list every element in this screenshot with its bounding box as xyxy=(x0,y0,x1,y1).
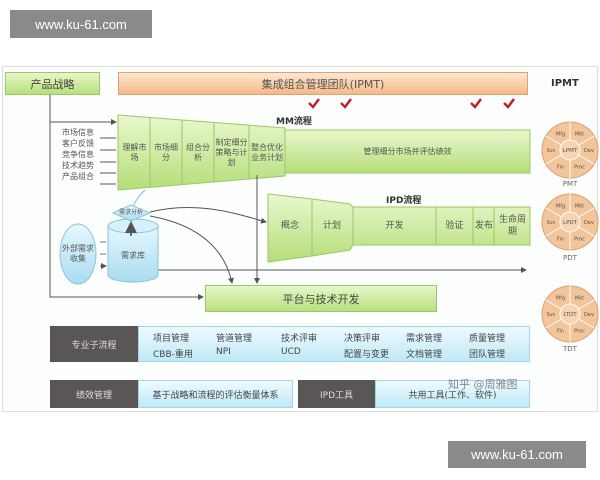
ipd-stage: 验证 xyxy=(445,221,464,231)
team-name: PMT xyxy=(562,180,578,188)
subprocess-panel: 项目管理 管道管理 技术评审 决策评审 需求管理 质量管理 CBB-重用 NPI… xyxy=(138,326,530,362)
ipd-stage: 生命周期 xyxy=(498,215,526,237)
input-item: 技术趋势 xyxy=(62,161,94,170)
team-name: PDT xyxy=(563,254,577,262)
subprocess-item: 团队管理 xyxy=(469,350,506,360)
mm-manage-bar xyxy=(284,129,531,174)
requirements-library-shape xyxy=(107,226,159,283)
team-segment: Mkt xyxy=(575,132,584,138)
mm-inputs: 市场信息 客户反馈 竞争信息 技术趋势 产品组合 xyxy=(62,127,94,182)
requirements-library: 需求库 xyxy=(121,251,145,260)
team-segment: Fin xyxy=(557,328,564,334)
watermark-top: www.ku-61.com xyxy=(10,10,152,38)
ipd-stage: 开发 xyxy=(385,221,404,231)
team-segment: Svc xyxy=(547,220,556,226)
team-segment: Mkt xyxy=(575,296,584,302)
ipd-stage: 发布 xyxy=(475,221,494,231)
requirements-analysis: 需求分析 xyxy=(118,209,143,216)
team-segment: Proc xyxy=(574,236,585,242)
team-segment: Mfg xyxy=(556,296,565,302)
subprocess-item: 质量管理 xyxy=(469,334,506,344)
performance-label: 绩效管理 xyxy=(50,380,138,408)
subprocess-item: 配置与变更 xyxy=(344,350,390,360)
ipmt-label: IPMT xyxy=(551,78,579,89)
mm-stage: 理解市场 xyxy=(122,142,147,162)
subprocess-item: 决策评审 xyxy=(344,334,381,344)
check-icon xyxy=(308,98,320,109)
requirements-analysis-shape xyxy=(111,204,152,222)
subprocess-item: NPI xyxy=(216,347,231,357)
ipd-stage: 概念 xyxy=(280,221,299,231)
subprocess-item: 项目管理 xyxy=(153,334,190,344)
team-segment: Mfg xyxy=(556,132,565,138)
team-segment: Svc xyxy=(547,312,556,318)
team-circles: MktDevProcFinSvcMfgLPMTMktDevProcFinSvcM… xyxy=(541,121,599,343)
subprocess-item: UCD xyxy=(281,347,301,357)
checkmarks xyxy=(308,98,515,109)
corner-watermark: 知乎 @周雅图 xyxy=(448,378,518,391)
mm-stage: 整合优化业务计划 xyxy=(251,142,283,162)
team-segment: Svc xyxy=(547,148,556,154)
platform-tech-box: 平台与技术开发 xyxy=(205,285,437,312)
team-segment: Dev xyxy=(584,220,594,226)
performance-text: 基于战略和流程的评估衡量体系 xyxy=(138,380,293,408)
check-icon xyxy=(470,98,482,109)
subprocess-item: 管道管理 xyxy=(216,334,253,344)
mm-stage: 市场细分 xyxy=(154,142,178,162)
team-segment: Mfg xyxy=(556,204,565,210)
subprocess-item: CBB-重用 xyxy=(153,350,193,360)
watermark-bottom: www.ku-61.com xyxy=(448,441,586,468)
subprocess-item: 需求管理 xyxy=(406,334,443,344)
input-item: 竞争信息 xyxy=(62,150,94,159)
team-center: LPMT xyxy=(563,148,578,154)
check-icon xyxy=(340,98,352,109)
team-segment: Proc xyxy=(574,164,585,170)
tools-label: IPD工具 xyxy=(298,380,375,408)
external-requirements-shape xyxy=(59,223,97,285)
subprocess-item: 文档管理 xyxy=(406,350,443,360)
team-segment: Mkt xyxy=(575,204,584,210)
input-item: 客户反馈 xyxy=(62,139,94,148)
subprocess-label: 专业子流程 xyxy=(50,326,138,362)
ipd-funnel xyxy=(267,193,531,263)
input-item: 市场信息 xyxy=(62,128,94,137)
ipd-stage: 计划 xyxy=(322,221,341,231)
mm-title: MM流程 xyxy=(276,117,312,127)
subprocess-item: 技术评审 xyxy=(281,334,318,344)
tools-text: 共用工具(工作、软件) xyxy=(375,380,530,408)
mm-stage: 制定细分策略与计划 xyxy=(215,137,248,167)
ipd-title: IPD流程 xyxy=(386,196,422,206)
mm-manage: 管理细分市场并评估绩效 xyxy=(363,146,452,156)
team-segment: Fin xyxy=(557,164,564,170)
product-strategy-box: 产品战略 xyxy=(5,72,100,95)
team-segment: Proc xyxy=(574,328,585,334)
team-segment: Dev xyxy=(584,312,594,318)
mm-funnel xyxy=(117,114,286,191)
team-name: TDT xyxy=(563,345,577,353)
team-segment: Fin xyxy=(557,236,564,242)
input-item: 产品组合 xyxy=(62,172,94,181)
ipmt-bar: 集成组合管理团队(IPMT) xyxy=(118,72,528,95)
check-icon xyxy=(503,98,515,109)
external-requirements: 外部需求收集 xyxy=(62,244,94,263)
team-center: LPDT xyxy=(563,220,578,226)
team-segment: Dev xyxy=(584,148,594,154)
mm-stage: 组合分析 xyxy=(186,142,210,162)
team-center: LTDT xyxy=(563,312,577,318)
